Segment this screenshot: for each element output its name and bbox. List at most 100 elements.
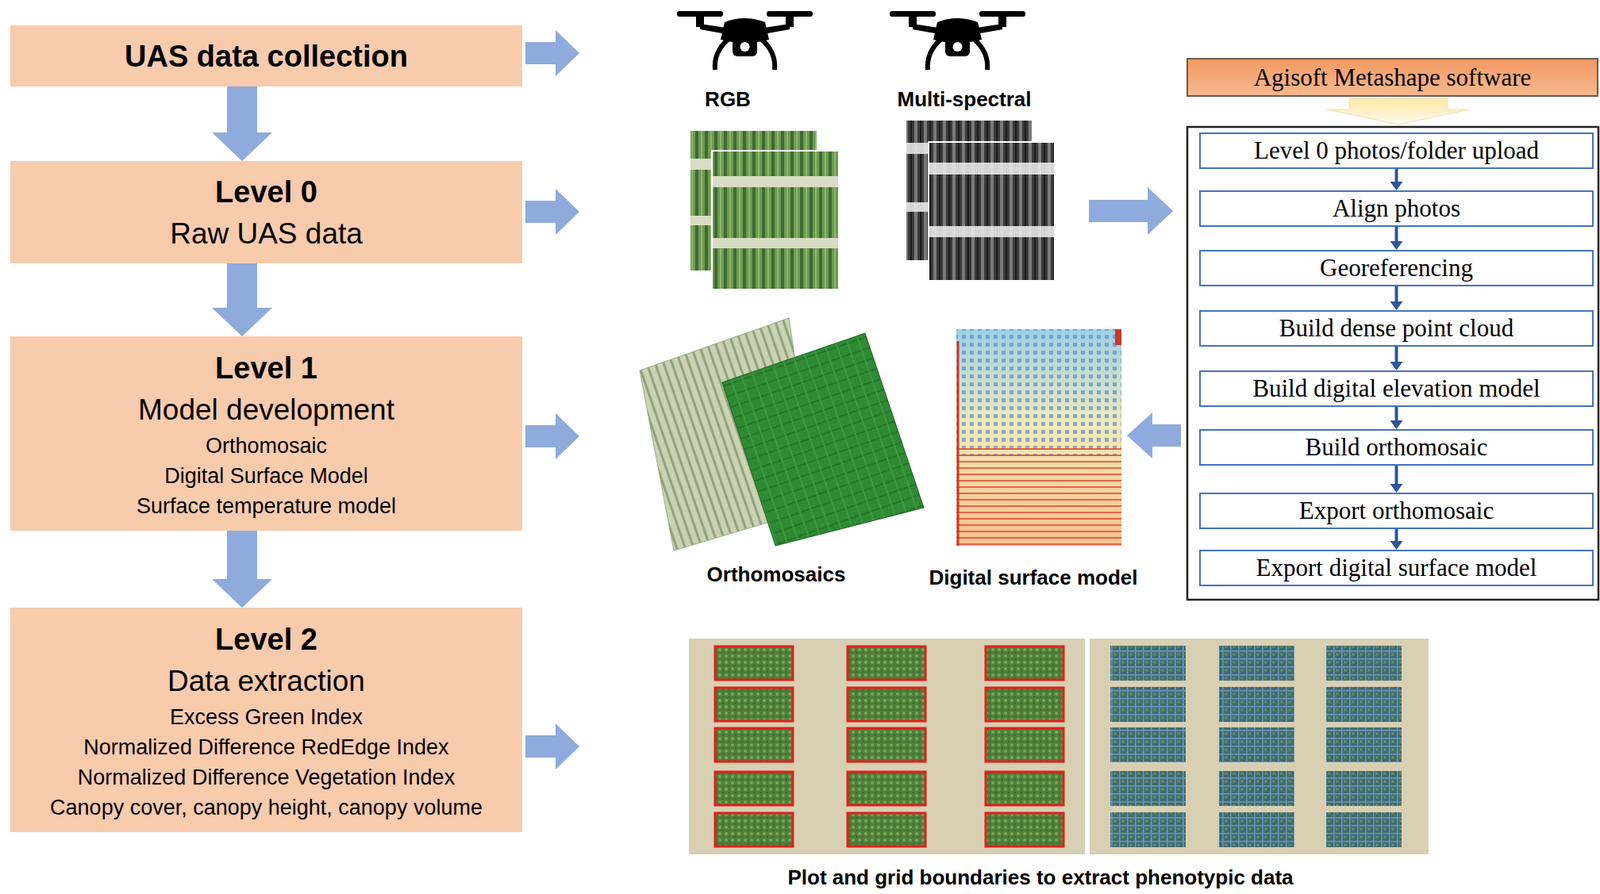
plot-boundary-image-part: [688, 638, 1085, 855]
arrow-shaft: [1395, 465, 1399, 485]
block-arrows-part: [525, 188, 580, 235]
workflow-step-box: Export digital surface model: [1199, 550, 1594, 587]
plot-boundary-image: [688, 638, 1085, 855]
box-heading: Level 2: [215, 618, 318, 662]
flow-arrow: [1390, 407, 1404, 430]
plot-boundary-image-part: [714, 646, 794, 681]
software-header-box: Agisoft Metashape software: [1186, 57, 1599, 97]
plot-boundary-image-part-part: [715, 688, 793, 722]
plot-boundary-image-part-part: [847, 688, 926, 722]
grid-boundary-image-part: [1110, 687, 1186, 723]
arrow-head: [1390, 420, 1404, 430]
multispectral-image-stack-part: [929, 162, 1054, 175]
orthomosaic-images-part: [722, 333, 924, 547]
plot-boundary-image-part: [846, 727, 927, 763]
workflow-step-box: Build digital elevation model: [1199, 370, 1594, 408]
block-arrows: [525, 30, 1181, 770]
block-arrows-part: [525, 723, 580, 770]
flow-arrow: [211, 530, 273, 608]
grid-boundary-image-part: [1110, 646, 1186, 681]
grid-boundary-image-part: [1219, 687, 1295, 723]
plot-boundary-image-part-part: [715, 772, 793, 806]
box-heading: Export orthomosaic: [1299, 496, 1494, 527]
grid-boundary-image-part: [1110, 812, 1186, 848]
grid-boundary-image-part: [1326, 771, 1402, 807]
workflow-panel: [1187, 126, 1599, 600]
workflow-step-box: Export orthomosaic: [1199, 492, 1594, 530]
plot-boundary-image-part: [984, 646, 1065, 681]
plot-boundary-image-part-part: [715, 646, 793, 681]
level-box: Level 1Model developmentOrthomosaicDigit…: [10, 336, 523, 531]
block-arrows-part: [1126, 412, 1181, 459]
plot-boundary-image-part: [846, 646, 927, 681]
arrow-head: [1390, 484, 1404, 493]
image-caption: Multi-spectral: [896, 86, 1031, 112]
plot-boundary-image-part-part: [985, 813, 1064, 847]
box-text: Normalized Difference RedEdge Index: [83, 732, 449, 763]
plot-boundary-image-part: [714, 687, 794, 723]
flow-arrow: [1390, 226, 1404, 250]
box-heading: Level 0 photos/folder upload: [1253, 135, 1539, 166]
orthomosaic-images: [639, 318, 924, 551]
grid-boundary-image-part: [1326, 727, 1402, 763]
arrow-head: [1390, 241, 1404, 250]
box-text: Digital Surface Model: [164, 461, 369, 492]
multispectral-drone-icon: [889, 11, 1026, 70]
arrow-shaft: [1395, 529, 1399, 543]
block-arrows-part: [525, 413, 580, 460]
plot-boundary-image-part-part: [847, 772, 926, 806]
multispectral-image-stack: [906, 120, 1055, 281]
plot-boundary-image-part: [984, 727, 1065, 763]
plot-boundary-image-part-part: [985, 772, 1064, 806]
plot-boundary-image-part-part: [715, 813, 793, 847]
plot-boundary-image-part-part: [847, 728, 926, 762]
box-heading: Build digital elevation model: [1252, 373, 1540, 404]
dsm-image-part: [957, 341, 960, 547]
level-box: Level 2Data extractionExcess Green Index…: [10, 607, 523, 833]
plot-boundary-image-part-part: [715, 728, 793, 762]
flow-arrow: [211, 86, 273, 162]
grid-boundary-image-part: [1219, 727, 1295, 763]
block-arrow: [211, 530, 273, 608]
level-box: Level 0Raw UAS data: [10, 161, 523, 264]
plot-boundary-image-part: [715, 646, 1064, 847]
block-arrow: [211, 86, 273, 162]
box-text: Surface temperature model: [136, 491, 397, 522]
grid-boundary-image-part: [1219, 771, 1295, 807]
workflow-step-box: Build orthomosaic: [1199, 429, 1594, 466]
dsm-image: [956, 329, 1122, 547]
workflow-step-box: Georeferencing: [1199, 250, 1594, 287]
box-text: Canopy cover, canopy height, canopy volu…: [50, 792, 483, 824]
dsm-image-part: [1115, 329, 1122, 346]
plot-boundary-image-part: [846, 812, 927, 848]
dsm-image-part: [956, 329, 1122, 457]
plot-boundary-image-part: [984, 812, 1065, 848]
flow-arrow: [1390, 286, 1404, 311]
plot-boundary-image-part: [714, 812, 794, 848]
dsm-image-part: [956, 329, 1122, 547]
grid-boundary-image-part: [1219, 812, 1295, 848]
grid-boundary-image-part: [1326, 812, 1402, 848]
grid-boundary-image-part: [1110, 727, 1186, 763]
arrow-head: [1390, 361, 1404, 371]
arrow-shaft: [1395, 226, 1399, 243]
plot-boundary-image-part: [714, 727, 794, 763]
multispectral-image-stack-part: [928, 142, 1055, 281]
level-box: UAS data collection: [10, 25, 523, 87]
plot-boundary-image-part-part: [985, 646, 1064, 681]
image-caption: RGB: [704, 86, 751, 112]
box-heading: Level 0: [215, 170, 318, 214]
box-text: Model development: [138, 389, 395, 431]
box-heading: Level 1: [215, 346, 318, 390]
plot-boundary-image-part: [984, 687, 1065, 723]
plot-boundary-image-part-part: [847, 646, 926, 681]
box-text: Data extraction: [167, 661, 366, 703]
workflow-step-box: Align photos: [1199, 190, 1594, 227]
grid-boundary-image-part: [1110, 771, 1186, 807]
image-caption: Orthomosaics: [707, 561, 847, 588]
workflow-step-box: Level 0 photos/folder upload: [1199, 132, 1594, 170]
image-caption: Digital surface model: [929, 565, 1139, 591]
grid-boundary-image: [1089, 638, 1429, 855]
box-heading: Align photos: [1332, 193, 1461, 224]
